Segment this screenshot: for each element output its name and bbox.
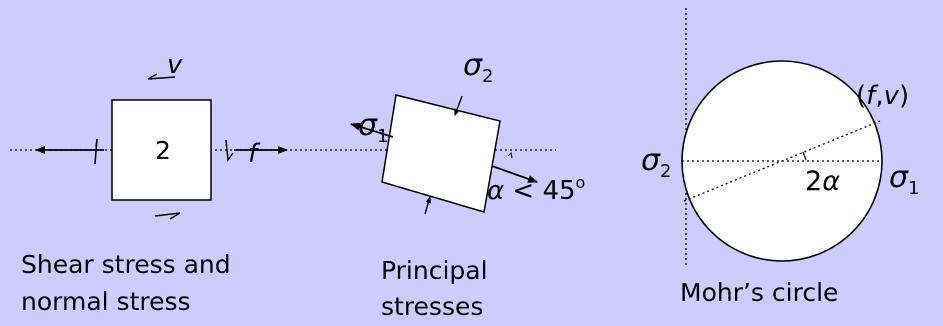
point-v-symbol: v [884, 81, 900, 111]
shear-caption-line1: Shear stress and [21, 250, 231, 279]
sigma1-left-arrow [350, 122, 394, 138]
mohr-rotated-diameter [683, 120, 881, 202]
sigma2-bottom-arrow [424, 196, 432, 215]
sigma1-subscript: 1 [377, 126, 388, 147]
principal-caption-line1: Principal [381, 256, 488, 285]
sigma2-top-arrow [454, 95, 463, 116]
sigma1-symbol: σ [358, 108, 378, 143]
angle-alpha-symbol: α [487, 176, 504, 206]
shear-caption-line2: normal stress [21, 287, 191, 316]
mohr-point-label: (f,v) [856, 81, 909, 111]
sigma1-label: σ1 [358, 108, 388, 147]
angle-relation: < 45 [504, 176, 575, 206]
angle-degree-unit: o [576, 173, 586, 192]
shear-symbol-v: v [167, 50, 183, 80]
stress-element-square [111, 99, 212, 201]
mohr-caption: Mohr’s circle [680, 278, 838, 307]
mohr-circle-panel: (f,v) σ2 σ1 2α Mohr’s circle [641, 8, 919, 307]
sigma2-label: σ2 [463, 48, 493, 87]
mohr-sigma2-label: σ2 [641, 143, 671, 182]
mohr-sigma1-subscript: 1 [908, 178, 919, 199]
left-shear-arrow [94, 138, 98, 165]
two-alpha-symbol: α [822, 166, 840, 197]
angle-arc [507, 151, 513, 159]
point-close-paren: ) [899, 81, 909, 111]
mohr-sigma2-subscript: 2 [660, 161, 671, 182]
angle-condition-label: α < 45o [487, 173, 585, 206]
bottom-shear-arrow [154, 212, 181, 220]
mohr-sigma1-symbol: σ [889, 160, 909, 195]
two-alpha-label: 2α [805, 166, 840, 197]
principal-stress-panel: σ1 σ2 α < 45o Principal stresses [350, 48, 585, 321]
right-shear-arrow [225, 139, 234, 163]
two-alpha-arc [802, 151, 807, 161]
shear-normal-panel: v f 2 Shear stress and normal stress [10, 50, 556, 316]
rotated-stress-element [381, 94, 501, 213]
sigma1-right-arrow [491, 165, 538, 183]
element-label-2: 2 [155, 136, 171, 165]
mohr-sigma1-label: σ1 [889, 160, 919, 199]
force-symbol-f: f [248, 139, 261, 169]
point-open-paren: ( [856, 81, 866, 111]
sigma2-subscript: 2 [482, 66, 493, 87]
mohr-sigma2-symbol: σ [641, 143, 661, 178]
sigma2-symbol: σ [463, 48, 483, 83]
principal-caption-line2: stresses [381, 292, 483, 321]
top-shear-arrow [147, 73, 176, 80]
two-alpha-coefficient: 2 [805, 166, 822, 197]
point-comma: , [875, 81, 883, 111]
